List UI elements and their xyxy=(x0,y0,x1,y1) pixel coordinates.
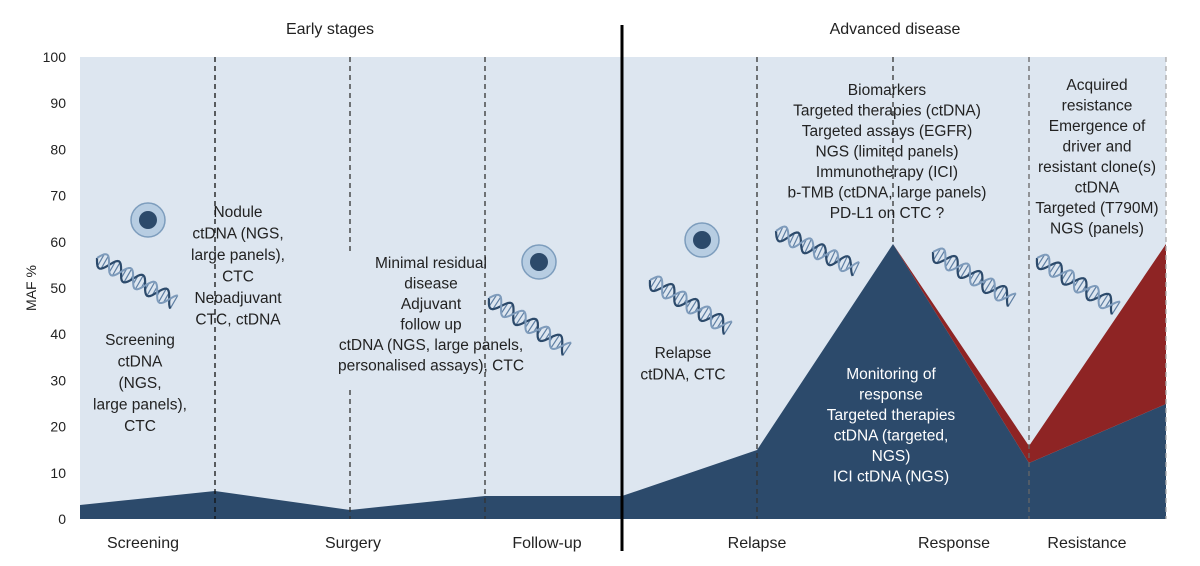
dna-helix-icon xyxy=(95,253,179,309)
cell-icon xyxy=(521,244,557,280)
note-line: Relapse xyxy=(655,345,712,362)
stage-label-relapse: Relapse xyxy=(728,535,787,552)
note-line: Acquired xyxy=(1066,77,1127,94)
note-line: b-TMB (ctDNA, large panels) xyxy=(788,185,987,202)
note-line: Targeted therapies (ctDNA) xyxy=(793,103,981,120)
y-tick-label: 50 xyxy=(50,280,66,296)
stage-label-follow-up: Follow-up xyxy=(512,535,581,552)
note-line: (NGS, xyxy=(118,375,161,392)
note-nodule: Nodule ctDNA (NGS, large panels), CTC Neoadj… xyxy=(191,204,285,329)
y-tick-label: 80 xyxy=(50,141,66,157)
note-line: NGS (limited panels) xyxy=(816,144,959,161)
note-line: CTC xyxy=(222,269,254,286)
note-line: Biomarkers xyxy=(848,82,927,99)
y-tick-label: 30 xyxy=(50,372,66,388)
note-line: Targeted therapies xyxy=(827,407,956,424)
dna-helix-icon xyxy=(487,293,572,356)
note-line: Immunotherapy (ICI) xyxy=(816,164,958,181)
note-line: Monitoring of xyxy=(846,366,936,383)
note-line: response xyxy=(859,387,923,404)
y-tick-label: 10 xyxy=(50,465,66,481)
note-line: Emergence of xyxy=(1049,118,1146,135)
note-line: CTC, ctDNA xyxy=(195,312,281,329)
note-line: CTC xyxy=(124,418,156,435)
note-line: personalised assays), CTC xyxy=(338,358,524,375)
y-tick-label: 90 xyxy=(50,95,66,111)
note-line: ctDNA xyxy=(1075,180,1120,197)
stage-label-resistance: Resistance xyxy=(1047,535,1126,552)
note-line: large panels), xyxy=(93,397,187,414)
note-line: follow up xyxy=(400,317,461,334)
stage-label-screening: Screening xyxy=(107,535,179,552)
note-line: ctDNA (NGS, xyxy=(192,226,283,243)
note-line: NGS) xyxy=(872,448,911,465)
dna-helix-icon xyxy=(931,247,1017,307)
y-axis-label: MAF % xyxy=(23,265,39,311)
note-line: resistance xyxy=(1062,98,1133,115)
note-line: PD-L1 on CTC ? xyxy=(830,205,945,222)
maf-area-resistance xyxy=(893,244,1166,463)
dna-helix-icon xyxy=(774,225,860,277)
note-line: ctDNA, CTC xyxy=(640,367,725,384)
note-line: Targeted (T790M) xyxy=(1035,200,1158,217)
note-line: Screening xyxy=(105,332,175,349)
note-line: driver and xyxy=(1063,139,1132,156)
maf-area-dark xyxy=(80,244,1166,519)
note-line: Adjuvant xyxy=(401,296,462,313)
note-line: resistant clone(s) xyxy=(1038,159,1156,176)
note-line: Targeted assays (EGFR) xyxy=(802,123,973,140)
note-line: large panels), xyxy=(191,247,285,264)
stage-separators xyxy=(214,57,1167,519)
y-tick-label: 20 xyxy=(50,419,66,435)
dna-helix-icon xyxy=(1035,253,1121,315)
note-screening: Screening ctDNA (NGS, large panels), CTC xyxy=(93,332,187,435)
note-line: ctDNA xyxy=(118,354,163,371)
note-line: ICI ctDNA (NGS) xyxy=(833,469,949,486)
cell-icon xyxy=(130,202,166,238)
dna-helix-icon xyxy=(648,275,733,335)
phase-early-label: Early stages xyxy=(286,21,374,38)
note-line: Neoadjuvant xyxy=(194,290,282,307)
stage-labels: Screening Surgery Follow-up Relapse Response… xyxy=(107,535,1127,552)
note-line: NGS (panels) xyxy=(1050,221,1144,238)
stage-label-response: Response xyxy=(918,535,990,552)
y-tick-label: 100 xyxy=(43,49,67,65)
stage-label-surgery: Surgery xyxy=(325,535,381,552)
phase-advanced-label: Advanced disease xyxy=(830,21,961,38)
note-line: ctDNA (NGS, large panels, xyxy=(339,337,523,354)
y-tick-label: 0 xyxy=(58,511,66,527)
y-tick-label: 70 xyxy=(50,188,66,204)
y-axis: 0 10 20 30 40 50 60 70 80 90 100 xyxy=(43,49,67,527)
y-tick-label: 60 xyxy=(50,234,66,250)
cell-icon xyxy=(684,222,720,258)
note-line: Nodule xyxy=(213,204,262,221)
note-line: disease xyxy=(404,276,457,293)
note-relapse: Relapse ctDNA, CTC xyxy=(640,345,725,384)
note-line: ctDNA (targeted, xyxy=(834,428,949,445)
note-line: Minimal residual xyxy=(375,255,487,272)
y-tick-label: 40 xyxy=(50,326,66,342)
